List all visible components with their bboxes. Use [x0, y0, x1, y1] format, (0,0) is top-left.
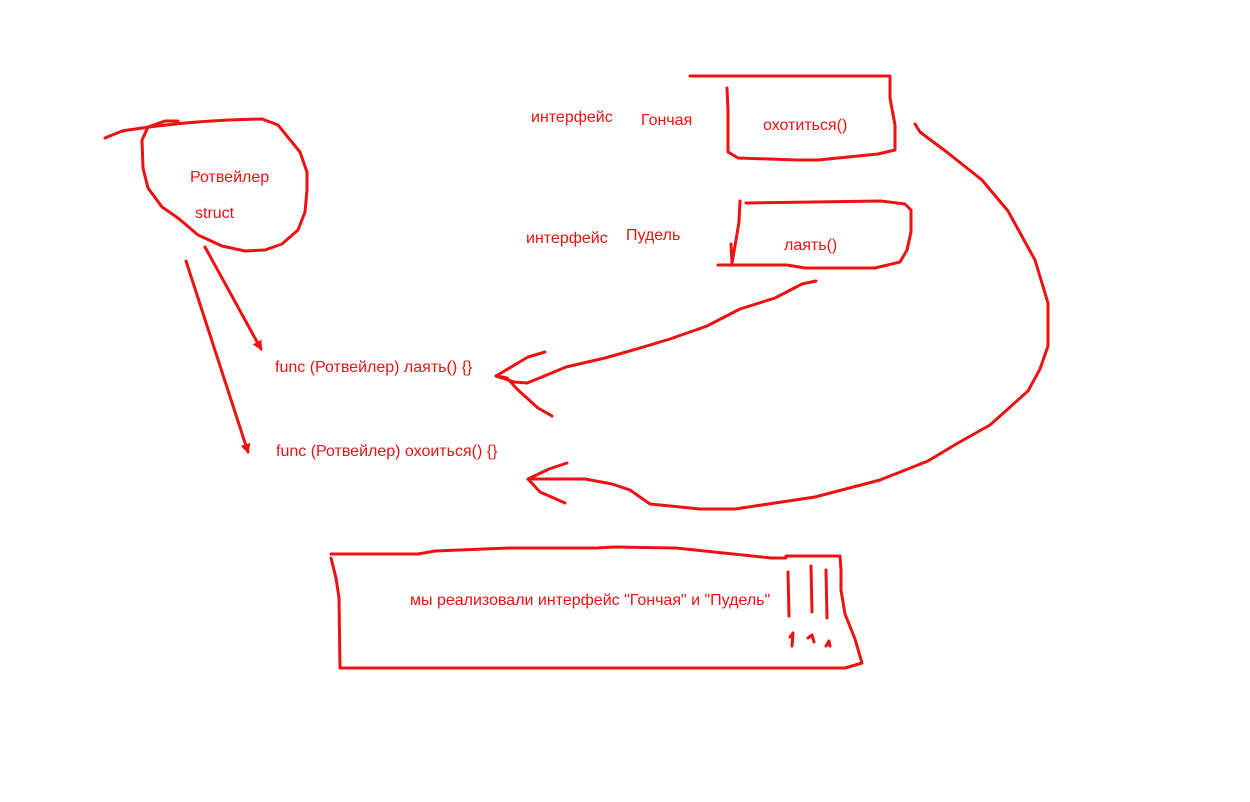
hunt-func: func (Ротвейлер) охоиться() {} — [276, 443, 498, 460]
hound-interface-keyword: интерфейс — [531, 109, 613, 126]
bark-arrowhead — [494, 350, 554, 418]
hunt-arrowhead — [526, 461, 569, 505]
hound-interface-method: охотиться() — [763, 117, 848, 134]
hound-interface-box — [688, 74, 897, 162]
bark-func: func (Ротвейлер) лаять() {} — [275, 359, 473, 376]
poodle-interface-box — [716, 199, 913, 270]
poodle-interface-keyword: интерфейс — [526, 230, 608, 247]
rottweiler-outline — [103, 117, 309, 253]
rottweiler-to-hunt-arrow — [184, 259, 251, 454]
bark-arrow-curve — [494, 279, 818, 385]
poodle-interface-name: Пудель — [626, 227, 681, 244]
rottweiler-kind: struct — [195, 205, 235, 222]
rottweiler-name: Ротвейлер — [190, 169, 270, 186]
hound-interface-name: Гончая — [641, 112, 693, 129]
hunt-arrow-curve — [526, 122, 1050, 511]
summary-text: мы реализовали интерфейс "Гончая" и "Пуд… — [410, 592, 771, 609]
summary-box — [329, 545, 864, 670]
rottweiler-to-bark-arrow — [203, 245, 263, 351]
exclamation-marks — [786, 564, 832, 648]
poodle-interface-method: лаять() — [784, 237, 838, 254]
